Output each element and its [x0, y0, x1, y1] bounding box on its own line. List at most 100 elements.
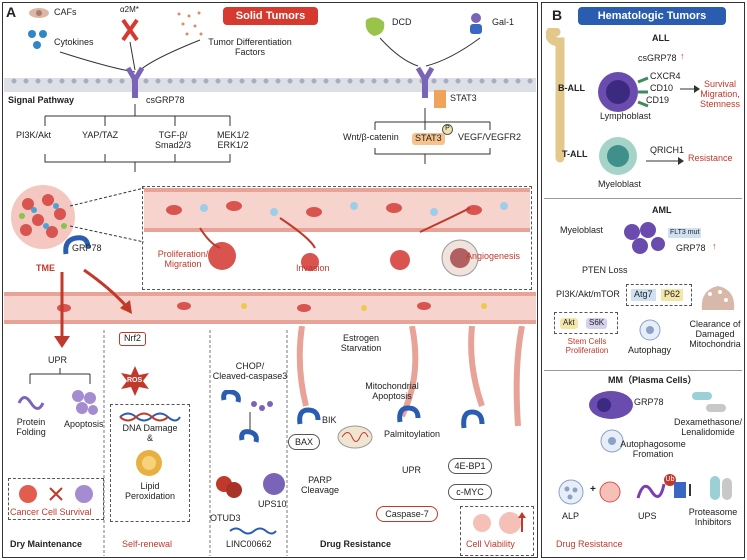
tgf-line2: Smad2/3 — [154, 139, 192, 150]
wnt-label: Wnt/β-catenin — [343, 132, 399, 142]
mm-drug-resistance-label: Drug Resistance — [556, 539, 623, 549]
flt3-label: FLT3 mut — [668, 228, 702, 238]
lipid-icon — [136, 450, 162, 476]
otud3-label: OTUD3 — [210, 513, 241, 523]
cancer-survival-box — [8, 478, 104, 520]
stat3-label: STAT3 — [450, 93, 477, 103]
differentiation-factors-label: Tumor Differentiation Factors — [200, 37, 300, 58]
chop-line1: CHOP/ — [235, 361, 265, 371]
csgrp78-label: csGRP78 — [146, 95, 185, 105]
stem-line1: Stem Cells — [567, 337, 607, 346]
cytokines-label: Cytokines — [54, 37, 94, 47]
csgrp78-receptor-icon — [125, 66, 145, 98]
mitochondria-icon — [337, 425, 373, 449]
dcd-gal1-arrows — [379, 37, 481, 67]
chop-line2: Cleaved-caspase3 — [212, 370, 288, 381]
self-renewal-label: Self-renewal — [122, 539, 173, 549]
cytokines-icon — [28, 30, 47, 49]
grp78-ebp-icon — [461, 409, 485, 429]
ros-label: ROS — [127, 377, 143, 384]
tme-to-upr-arrow — [54, 272, 70, 348]
tme-label: TME — [36, 263, 55, 273]
survival-label: Survival Migration, Stemness — [696, 79, 744, 110]
aml-grp78-up: ↑ — [712, 241, 717, 251]
tgf-smad-label: TGF-β/ Smad2/3 — [148, 130, 198, 151]
proteasome-line1: Proteasome — [688, 507, 738, 517]
dex-line1: Dexamethasone/ — [673, 417, 743, 427]
alp-icon — [558, 479, 584, 505]
protein-folding-icon — [17, 396, 45, 410]
survival-line2: Migration, — [700, 88, 740, 99]
cxcr4-label: CXCR4 — [650, 71, 681, 81]
cell-viability-icon — [473, 512, 526, 534]
alp-label: ALP — [562, 511, 580, 521]
proteasome-icon — [674, 482, 691, 498]
a2m-icon — [121, 18, 139, 42]
grp78-label: GRP78 — [72, 243, 102, 253]
grp78-bax-icon — [297, 407, 321, 425]
lymphoblast-label: Lymphoblast — [600, 111, 651, 121]
grp78-palm-icon — [397, 405, 421, 423]
tme-cluster-icon — [11, 185, 75, 249]
panel-solid-tumors — [2, 2, 538, 558]
process-arrows — [199, 207, 471, 249]
cell-membrane — [4, 78, 536, 92]
estrogen-line2: Starvation — [340, 342, 382, 353]
lipid-line1: Lipid — [140, 481, 160, 491]
proliferation-label: Proliferation/ Migration — [148, 249, 218, 270]
survival-line1: Survival — [703, 79, 736, 89]
caf-cell-icon — [29, 8, 49, 18]
proliferation-line2: Migration — [164, 258, 202, 269]
survival-line3: Stemness — [699, 98, 741, 109]
grp78-column-icons — [221, 390, 273, 443]
inhibitor-pills-icon — [710, 476, 732, 500]
solid-tumors-title: Solid Tumors — [223, 7, 318, 25]
qrich1-arrow — [646, 157, 684, 165]
proliferation-line1: Proliferation/ — [157, 249, 209, 259]
aml-myeloblast-label: Myeloblast — [560, 225, 604, 235]
cell-viability-label: Cell Viability — [466, 539, 515, 549]
pi3k-akt-label: PI3K/Akt — [16, 130, 52, 140]
autophagosome-icon — [600, 429, 624, 453]
right-receptor-icon — [415, 66, 435, 98]
clearance-label: Clearance of Damaged Mitochondria — [686, 319, 744, 350]
autophagosome-line2: Fromation — [632, 448, 674, 459]
caspase7-pill: Caspase-7 — [376, 506, 438, 522]
linc-dna-icon — [229, 527, 277, 535]
stat3-bar-icon — [434, 90, 446, 108]
tgf-line1: TGF-β/ — [158, 130, 188, 140]
apoptosis-label: Apoptosis — [64, 419, 104, 429]
mito-line2: Apoptosis — [372, 390, 412, 401]
mm-heading: MM（Plasma Cells） — [608, 375, 697, 385]
autophagy-label: Autophagy — [628, 345, 672, 355]
signal-pathway-label: Signal Pathway — [8, 95, 75, 105]
dcd-label: DCD — [392, 17, 412, 27]
estrogen-line1: Estrogen — [342, 333, 380, 343]
otud3-icon — [216, 476, 242, 498]
palmitoylation-label: Palmitoylation — [384, 429, 441, 439]
protein-folding-label: Protein Folding — [8, 417, 54, 438]
divider-aml-mm — [544, 370, 742, 371]
mek-line2: ERK1/2 — [217, 139, 249, 150]
p62-label: P62 — [661, 289, 684, 301]
cancer-cells-icon — [19, 485, 93, 503]
cmyc-pill: c-MYC — [448, 484, 492, 500]
stat3-p-label: STAT3 — [412, 133, 445, 145]
yap-taz-label: YAP/TAZ — [82, 130, 119, 140]
clearance-line3: Mitochondria — [689, 338, 741, 349]
clearance-line1: Clearance of — [689, 319, 741, 329]
ups-icon — [636, 483, 666, 499]
dna-icon — [119, 412, 181, 422]
protein-line1: Protein — [16, 417, 46, 427]
plasma-cell-icon — [589, 391, 633, 419]
bone-icon — [546, 28, 565, 163]
tumor-cells-process — [208, 239, 479, 277]
proteasome-label: Proteasome Inhibitors — [682, 507, 744, 528]
dna-line2: & — [146, 432, 153, 443]
differentiation-factors-icon — [177, 11, 203, 36]
differentiation-line1: Tumor Differentiation — [208, 37, 292, 47]
resistance-label: Resistance — [688, 153, 733, 163]
stem-cells-label: Stem Cells Proliferation — [554, 337, 620, 356]
gal1-icon — [470, 13, 482, 34]
pathway-branches — [44, 104, 231, 172]
